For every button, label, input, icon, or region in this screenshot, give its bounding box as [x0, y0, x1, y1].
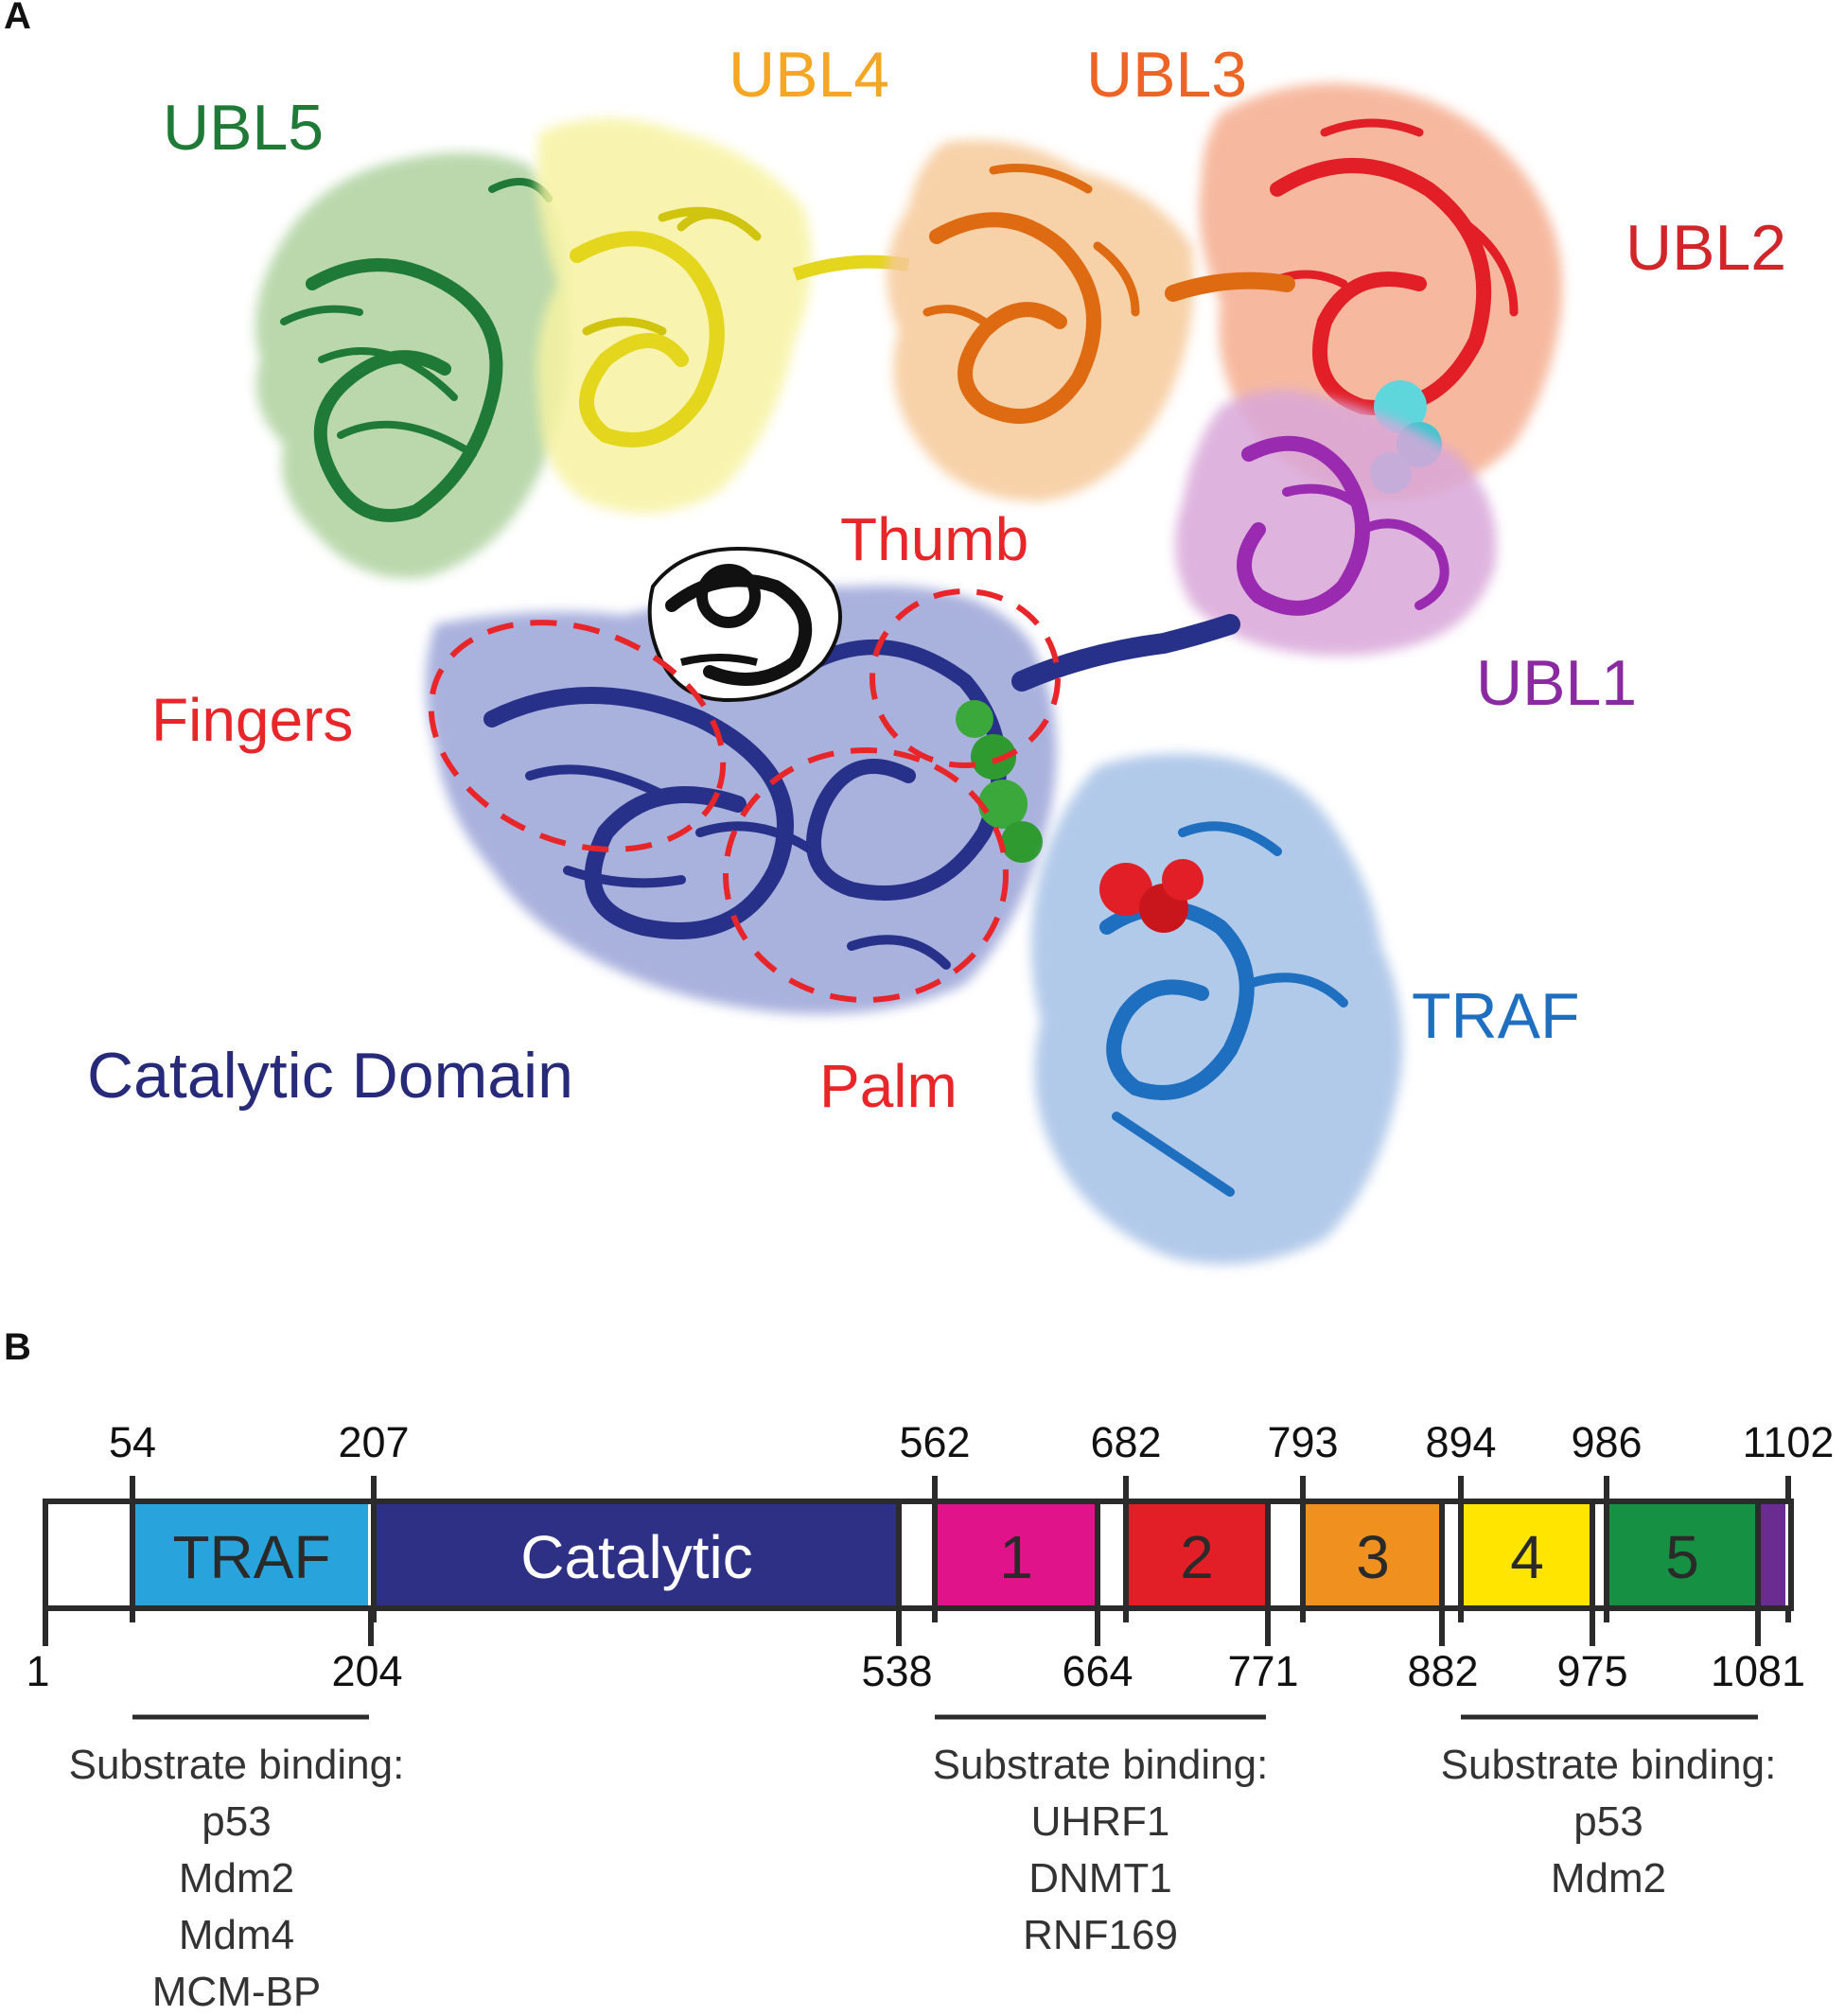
bottom-number: 204	[331, 1647, 402, 1695]
traf-label: TRAF	[1412, 980, 1580, 1052]
traf-structure	[1031, 753, 1403, 1265]
bottom-number: 771	[1227, 1647, 1298, 1695]
panel-b-letter: B	[4, 1326, 31, 1368]
domain-label-traf: TRAF	[172, 1523, 330, 1591]
binding-item: DNMT1	[1028, 1855, 1172, 1902]
domain-box-traf	[135, 1504, 368, 1605]
ubl3-structure	[887, 140, 1194, 501]
top-number: 1102	[1743, 1418, 1835, 1466]
domain-label-ubl4: 4	[1510, 1523, 1544, 1591]
domain-label-ubl2: 2	[1180, 1523, 1214, 1591]
domain-box-ubl3	[1306, 1504, 1440, 1605]
thumb-label: Thumb	[840, 505, 1028, 573]
fingers-outline	[428, 620, 727, 852]
ubl5-label: UBL5	[163, 92, 324, 164]
binding-title: Substrate binding:	[933, 1742, 1269, 1788]
bottom-number: 1	[26, 1647, 49, 1695]
panel-a: A	[4, 0, 1786, 1265]
domain-label-ubl5: 5	[1665, 1523, 1699, 1591]
bottom-number: 1081	[1711, 1647, 1805, 1695]
binding-item: p53	[1573, 1798, 1643, 1845]
domain-box-ubl5	[1609, 1504, 1756, 1605]
top-number: 207	[338, 1418, 409, 1466]
binding-item: p53	[202, 1798, 271, 1845]
top-number: 562	[899, 1418, 970, 1466]
catalytic-domain-label: Catalytic Domain	[87, 1040, 573, 1112]
fingers-label: Fingers	[151, 686, 353, 754]
binding-item: Mdm2	[1551, 1855, 1666, 1902]
top-number: 986	[1571, 1418, 1642, 1466]
protein-bar-outline	[43, 1499, 1794, 1611]
domain-box-ubl4	[1464, 1504, 1590, 1605]
ubl4-label: UBL4	[729, 39, 889, 111]
ubl3-label: UBL3	[1086, 39, 1247, 111]
ubl1-structure	[1175, 390, 1497, 657]
domain-label-catalytic: Catalytic	[520, 1523, 752, 1591]
ubl1-label: UBL1	[1476, 647, 1637, 719]
binding-item: UHRF1	[1031, 1798, 1170, 1845]
binding-item: Mdm2	[179, 1855, 294, 1902]
top-number: 894	[1425, 1418, 1496, 1466]
catalytic-structure	[426, 585, 1240, 1014]
domain-box-c-terminal	[1761, 1504, 1785, 1605]
binding-item: Mdm4	[179, 1912, 294, 1958]
domain-box-catalytic	[377, 1504, 897, 1605]
thumb-outline	[870, 588, 1061, 768]
ubl5-structure	[255, 152, 570, 579]
bottom-number: 538	[861, 1647, 932, 1695]
binding-group-traf: Substrate binding: p53 Mdm2 Mdm4 MCM-BP	[69, 1742, 405, 2015]
bottom-number: 664	[1062, 1647, 1133, 1695]
domain-box-ubl1	[938, 1504, 1096, 1605]
bottom-number: 975	[1556, 1647, 1627, 1695]
binding-item: MCM-BP	[152, 1969, 321, 2015]
panel-a-letter: A	[4, 0, 31, 37]
bottom-number: 882	[1407, 1647, 1478, 1695]
panel-b: B 54 207 562 682 793 894 986 1102	[4, 1326, 1834, 2015]
domain-label-ubl1: 1	[999, 1523, 1033, 1591]
ubl2-label: UBL2	[1625, 212, 1786, 284]
domain-box-ubl2	[1129, 1504, 1266, 1605]
domain-label-ubl3: 3	[1356, 1523, 1390, 1591]
binding-title: Substrate binding:	[69, 1742, 405, 1788]
binding-group-ubl12: Substrate binding: UHRF1 DNMT1 RNF169	[933, 1742, 1269, 1958]
binding-group-ubl45: Substrate binding: p53 Mdm2	[1441, 1742, 1777, 1902]
boundary-lines	[130, 1501, 1761, 1608]
palm-outline	[723, 747, 1009, 1003]
binding-title: Substrate binding:	[1441, 1742, 1777, 1788]
top-number: 54	[109, 1418, 156, 1466]
ubiquitin-structure	[647, 546, 842, 703]
top-number: 682	[1090, 1418, 1161, 1466]
top-number: 793	[1267, 1418, 1338, 1466]
palm-label: Palm	[819, 1052, 958, 1120]
ubl4-structure	[536, 118, 910, 514]
binding-item: RNF169	[1023, 1912, 1178, 1958]
